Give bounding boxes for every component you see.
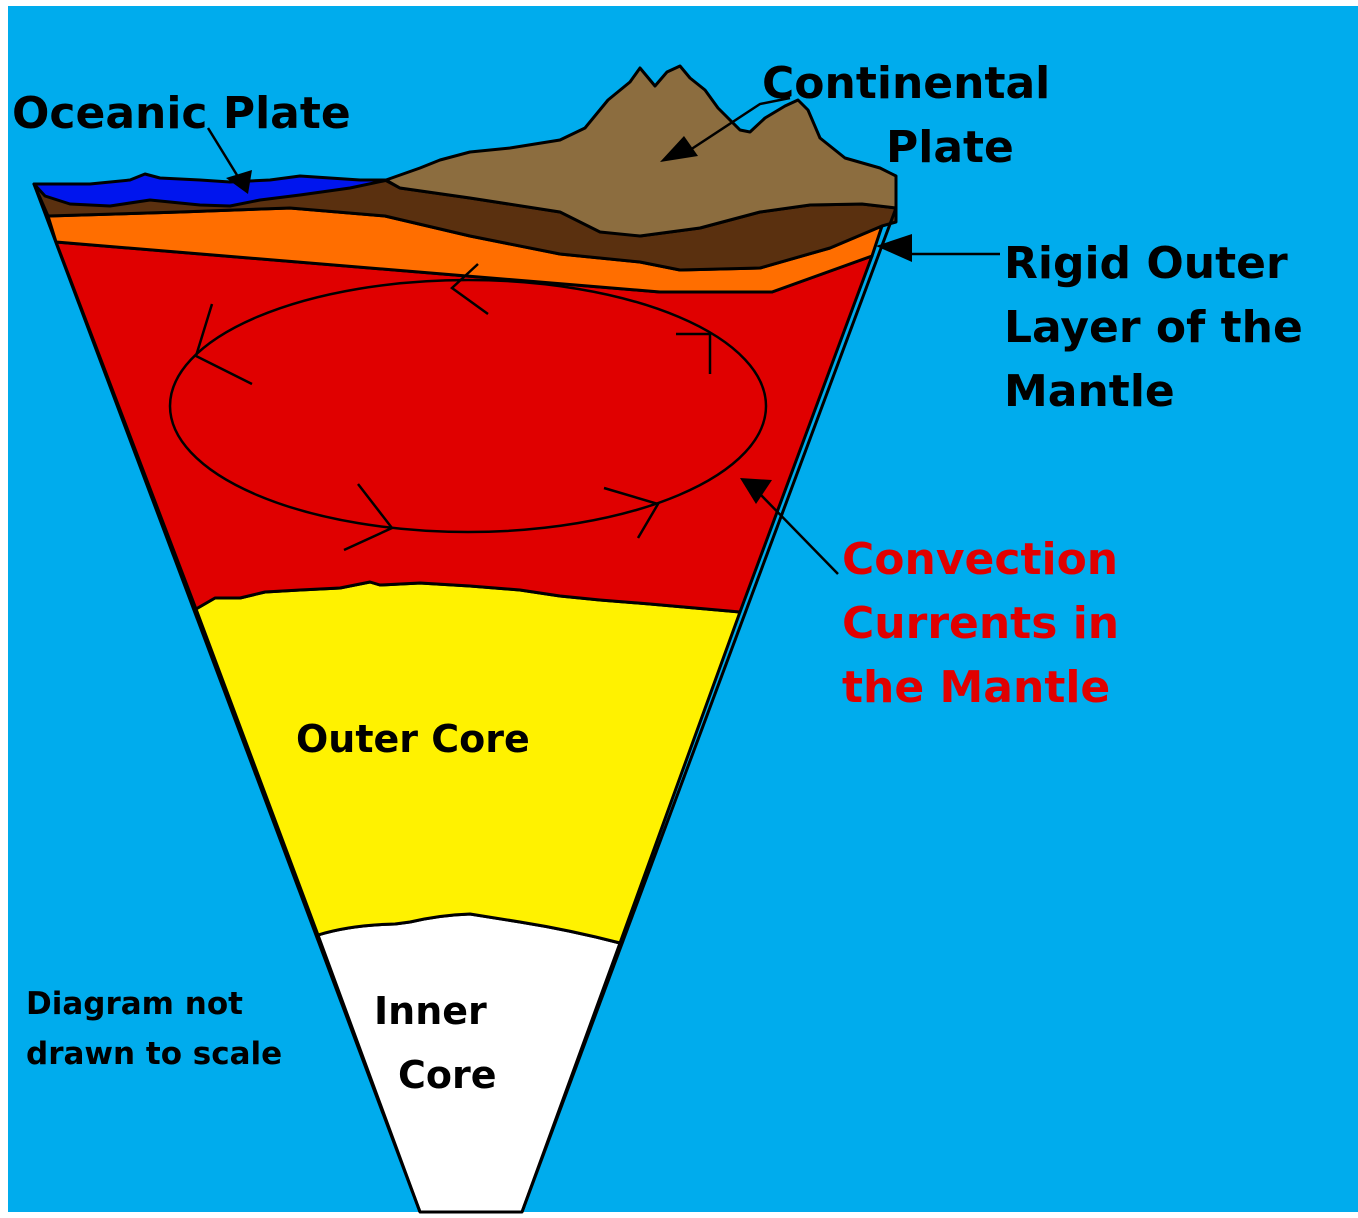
convection-currents-label-line-3: the Mantle bbox=[842, 662, 1110, 713]
scale-note-line-1: Diagram not bbox=[26, 986, 243, 1022]
scale-note-line-2: drawn to scale bbox=[26, 1036, 282, 1072]
convection-currents-label-line-2: Currents in bbox=[842, 598, 1119, 649]
inner-core-label-line-1: Inner bbox=[374, 989, 487, 1033]
oceanic-plate-label: Oceanic Plate bbox=[12, 88, 351, 139]
outer-core-label: Outer Core bbox=[296, 717, 530, 761]
rigid-outer-layer-label-line-3: Mantle bbox=[1004, 366, 1175, 417]
rigid-outer-layer-label-line-1: Rigid Outer bbox=[1004, 238, 1288, 289]
inner-core-label-line-2: Core bbox=[398, 1053, 497, 1097]
convection-currents-label: Convection Currents in the Mantle bbox=[842, 534, 1134, 713]
continental-plate-label-line-2: Plate bbox=[886, 122, 1014, 173]
rigid-outer-layer-label-line-2: Layer of the bbox=[1004, 302, 1303, 353]
continental-plate-label-line-1: Continental bbox=[762, 58, 1050, 109]
convection-currents-label-line-1: Convection bbox=[842, 534, 1118, 585]
